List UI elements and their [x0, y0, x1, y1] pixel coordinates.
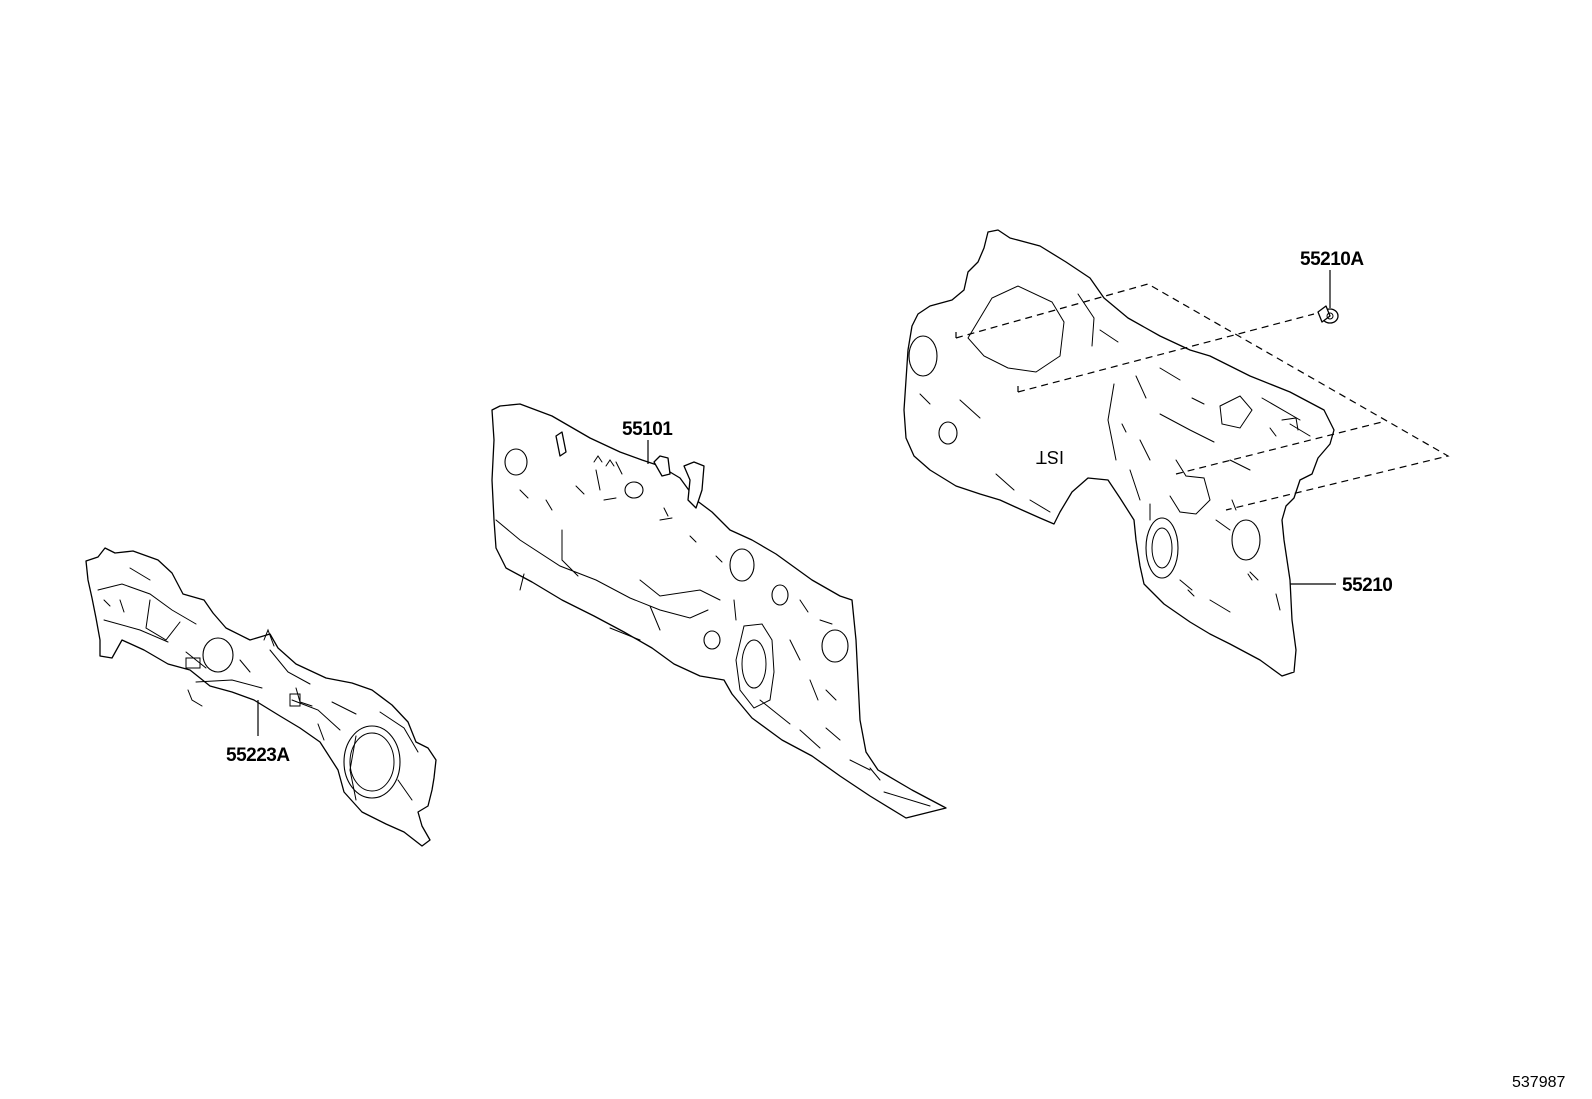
figure-reference-number: 537987: [1512, 1074, 1565, 1091]
callout-55210: 55210: [1342, 575, 1392, 596]
callout-55223a: 55223A: [226, 745, 290, 766]
embossed-marking: IST: [1036, 447, 1064, 467]
leader-lines: [257, 270, 1336, 736]
part-55210-insulator: IST: [903, 229, 1335, 677]
part-55223a-dash-insulator: [85, 547, 437, 847]
clip-location-lines: [955, 283, 1450, 511]
callout-55101: 55101: [622, 419, 673, 440]
part-55210a-clip: [1317, 305, 1339, 324]
part-55101-dash-panel: [491, 403, 947, 819]
callout-55210a: 55210A: [1300, 249, 1364, 270]
